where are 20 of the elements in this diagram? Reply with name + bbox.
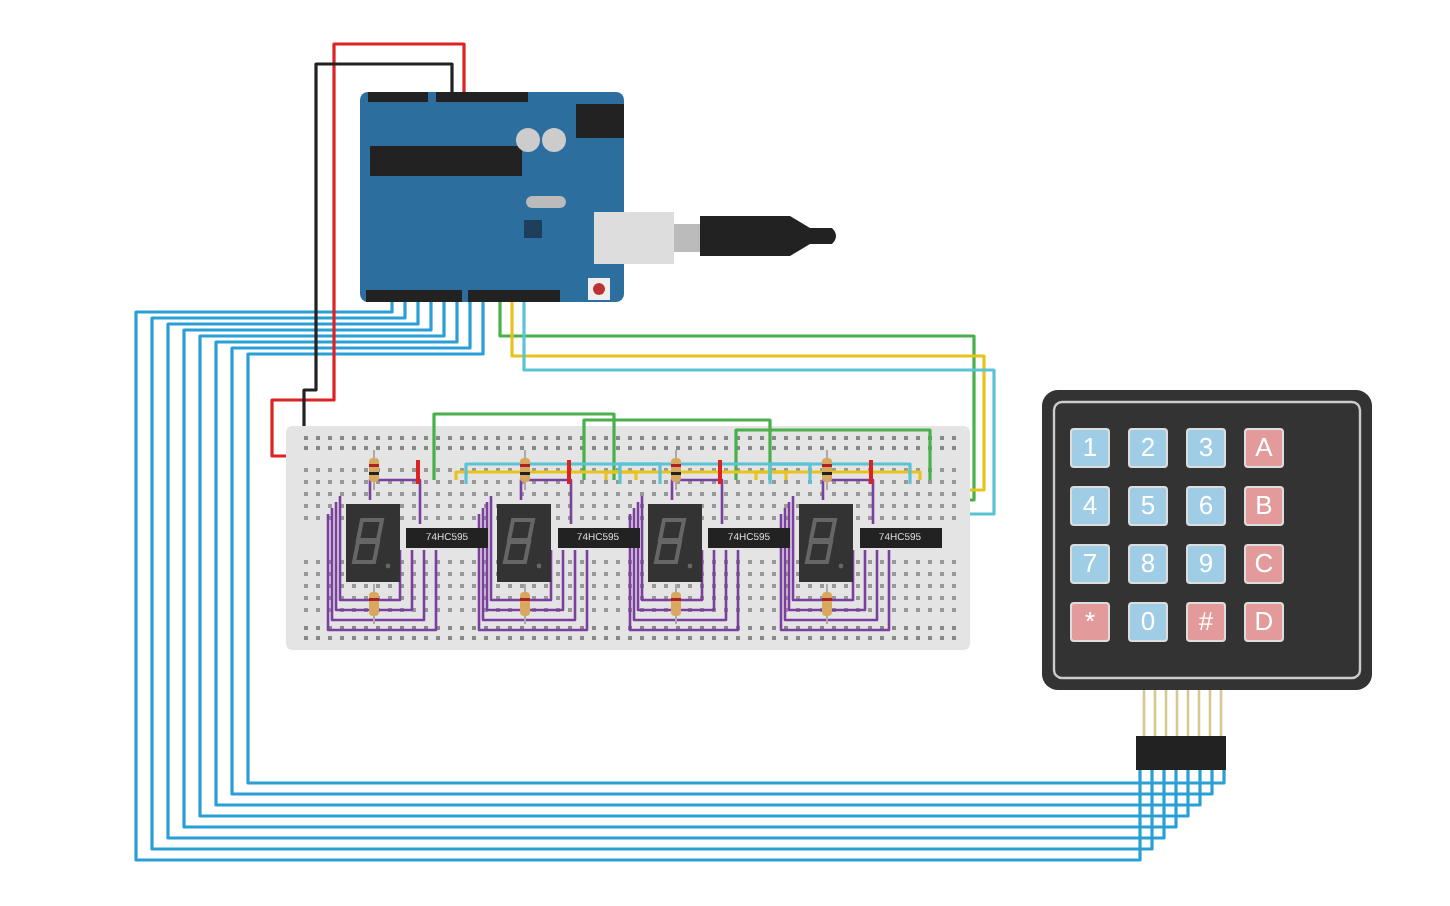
keypad-key: 1 (1070, 428, 1110, 468)
keypad-key: D (1244, 602, 1284, 642)
keypad-key: 5 (1128, 486, 1168, 526)
keypad-key: 2 (1128, 428, 1168, 468)
keypad-key: * (1070, 602, 1110, 642)
keypad-key: B (1244, 486, 1284, 526)
wire (270, 42, 466, 458)
keypad-key: 3 (1186, 428, 1226, 468)
keypad-key: 9 (1186, 544, 1226, 584)
keypad-key: 6 (1186, 486, 1226, 526)
wire (302, 62, 454, 426)
keypad-key: 0 (1128, 602, 1168, 642)
keypad-key: C (1244, 544, 1284, 584)
microcontroller-board-drawing (360, 92, 836, 302)
keypad-key: A (1244, 428, 1284, 468)
keypad-key: 7 (1070, 544, 1110, 584)
keypad-key: # (1186, 602, 1226, 642)
keypad-key: 4 (1070, 486, 1110, 526)
keypad-key: 8 (1128, 544, 1168, 584)
breadboard-drawing (286, 412, 970, 650)
